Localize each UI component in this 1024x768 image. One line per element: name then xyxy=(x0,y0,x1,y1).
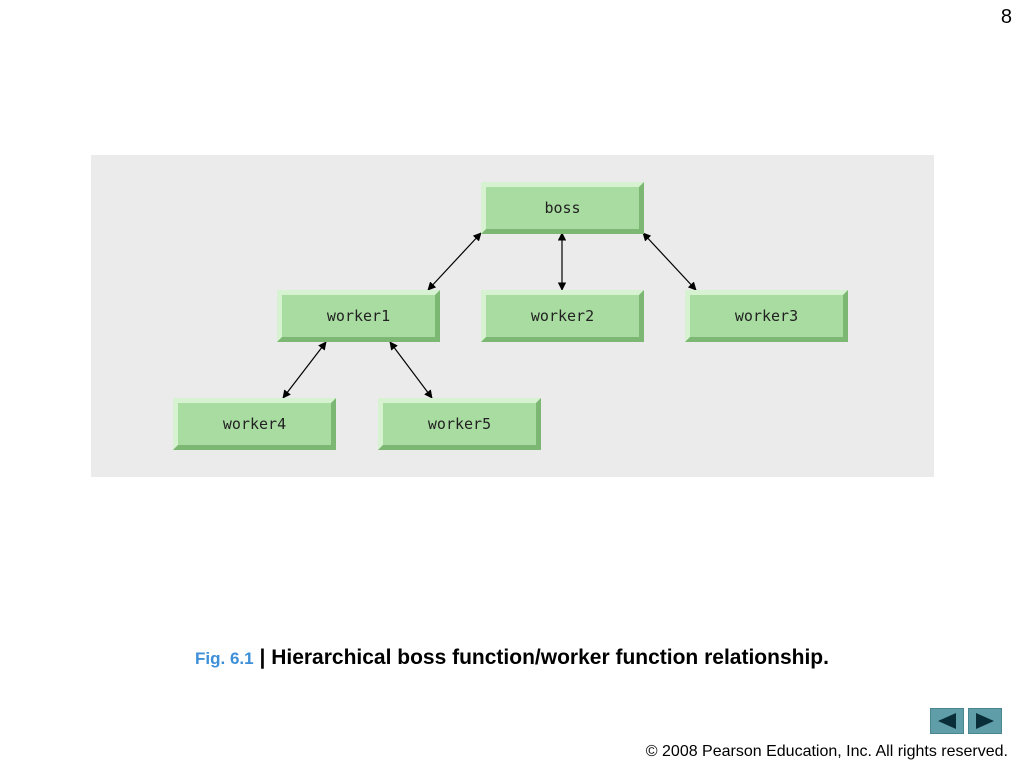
page-number: 8 xyxy=(1000,6,1012,28)
node-worker4: worker4 xyxy=(173,398,336,450)
caption-separator: | xyxy=(259,646,266,669)
triangle-left-icon xyxy=(938,713,956,729)
node-label-worker3: worker3 xyxy=(735,307,798,325)
slide-navigation xyxy=(930,708,1002,734)
figure-title: Hierarchical boss function/worker functi… xyxy=(271,646,829,669)
figure-label: Fig. 6.1 xyxy=(195,649,254,668)
next-slide-button[interactable] xyxy=(968,708,1002,734)
diagram-panel: boss worker1 worker2 worker3 worker4 worker5 xyxy=(91,155,934,477)
node-worker2: worker2 xyxy=(481,290,644,342)
node-worker5: worker5 xyxy=(378,398,541,450)
edge-worker1-worker4 xyxy=(282,341,327,399)
node-label-worker4: worker4 xyxy=(223,415,286,433)
node-label-worker2: worker2 xyxy=(531,307,594,325)
node-worker3: worker3 xyxy=(685,290,848,342)
copyright-notice: © 2008 Pearson Education, Inc. All right… xyxy=(645,743,1008,760)
edge-boss-worker3 xyxy=(642,232,697,291)
previous-slide-button[interactable] xyxy=(930,708,964,734)
hierarchy-diagram: boss worker1 worker2 worker3 worker4 worker5 xyxy=(173,182,848,450)
triangle-right-icon xyxy=(976,713,994,729)
node-label-worker5: worker5 xyxy=(428,415,491,433)
node-label-boss: boss xyxy=(544,199,580,217)
edge-boss-worker1 xyxy=(427,232,482,291)
edge-worker1-worker5 xyxy=(389,341,433,399)
figure-caption: Fig. 6.1 | Hierarchical boss function/wo… xyxy=(0,646,1024,670)
node-boss: boss xyxy=(481,182,644,234)
node-label-worker1: worker1 xyxy=(327,307,390,325)
node-worker1: worker1 xyxy=(277,290,440,342)
